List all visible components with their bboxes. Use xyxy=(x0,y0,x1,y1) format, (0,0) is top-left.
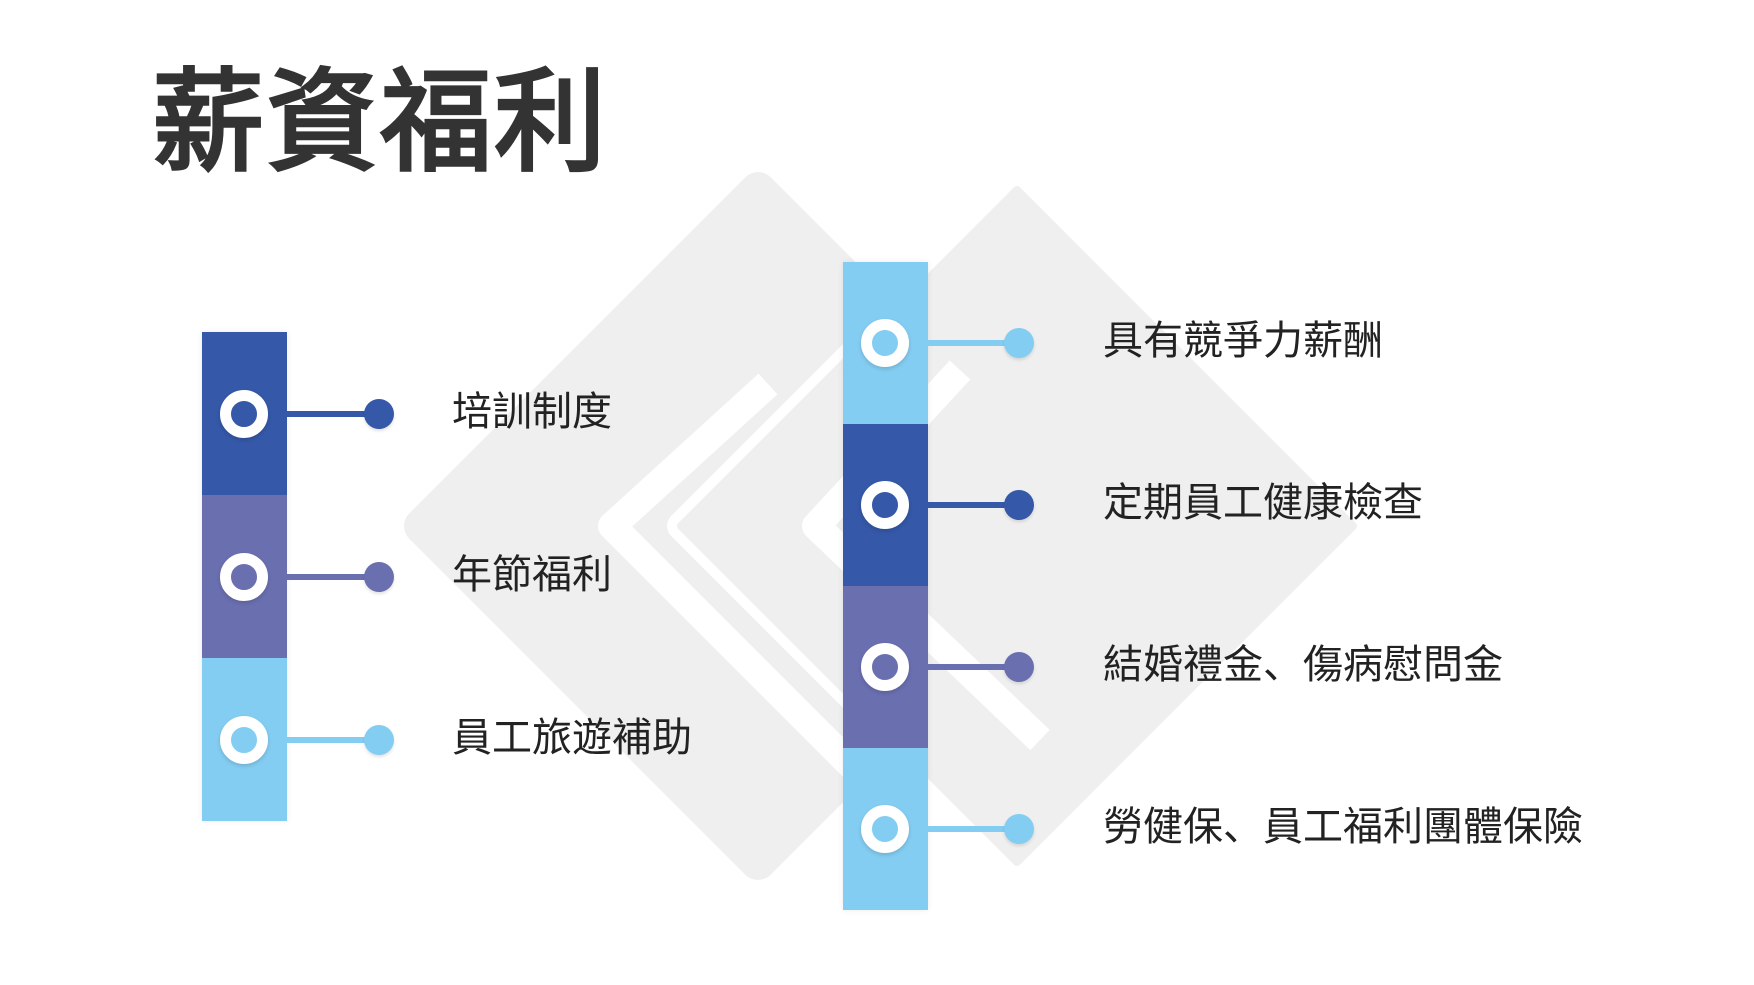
connector-dot-icon xyxy=(364,561,394,592)
connector-dot-icon xyxy=(1004,328,1034,358)
connector-line xyxy=(928,502,1019,508)
bar-segment xyxy=(843,586,928,748)
ring-marker-icon xyxy=(861,481,909,529)
item-label: 勞健保、員工福利團體保險 xyxy=(1103,804,1583,850)
item-label: 具有競爭力薪酬 xyxy=(1103,318,1383,364)
bar-segment xyxy=(843,748,928,910)
ring-marker-icon xyxy=(861,319,909,367)
connector-dot-icon xyxy=(1004,490,1034,520)
connector-dot-icon xyxy=(364,724,394,755)
ring-marker-icon xyxy=(861,643,909,691)
bar-segment xyxy=(843,424,928,586)
item-label: 定期員工健康檢查 xyxy=(1103,480,1423,526)
bar-segment xyxy=(202,332,287,495)
ring-marker-icon xyxy=(220,389,268,438)
connector-line xyxy=(287,573,379,580)
page-title: 薪資福利 xyxy=(152,58,608,188)
left-chevron xyxy=(598,373,880,794)
connector-line xyxy=(287,736,379,743)
ring-marker-icon xyxy=(220,552,268,601)
connector-dot-icon xyxy=(1004,652,1034,682)
connector-dot-icon xyxy=(1004,814,1034,844)
item-label: 結婚禮金、傷病慰問金 xyxy=(1103,642,1503,688)
bar-segment xyxy=(202,495,287,658)
connector-line xyxy=(928,340,1019,346)
ring-marker-icon xyxy=(861,805,909,853)
connector-dot-icon xyxy=(364,398,394,429)
item-label: 年節福利 xyxy=(452,551,612,598)
item-label: 培訓制度 xyxy=(452,388,612,435)
bar-segment xyxy=(202,658,287,821)
connector-line xyxy=(928,826,1019,832)
bar-segment xyxy=(843,262,928,424)
right-timeline-bar xyxy=(843,262,928,910)
ring-marker-icon xyxy=(220,715,268,764)
left-timeline-bar xyxy=(202,332,287,821)
connector-line xyxy=(928,664,1019,670)
connector-line xyxy=(287,410,379,417)
item-label: 員工旅遊補助 xyxy=(452,714,692,761)
